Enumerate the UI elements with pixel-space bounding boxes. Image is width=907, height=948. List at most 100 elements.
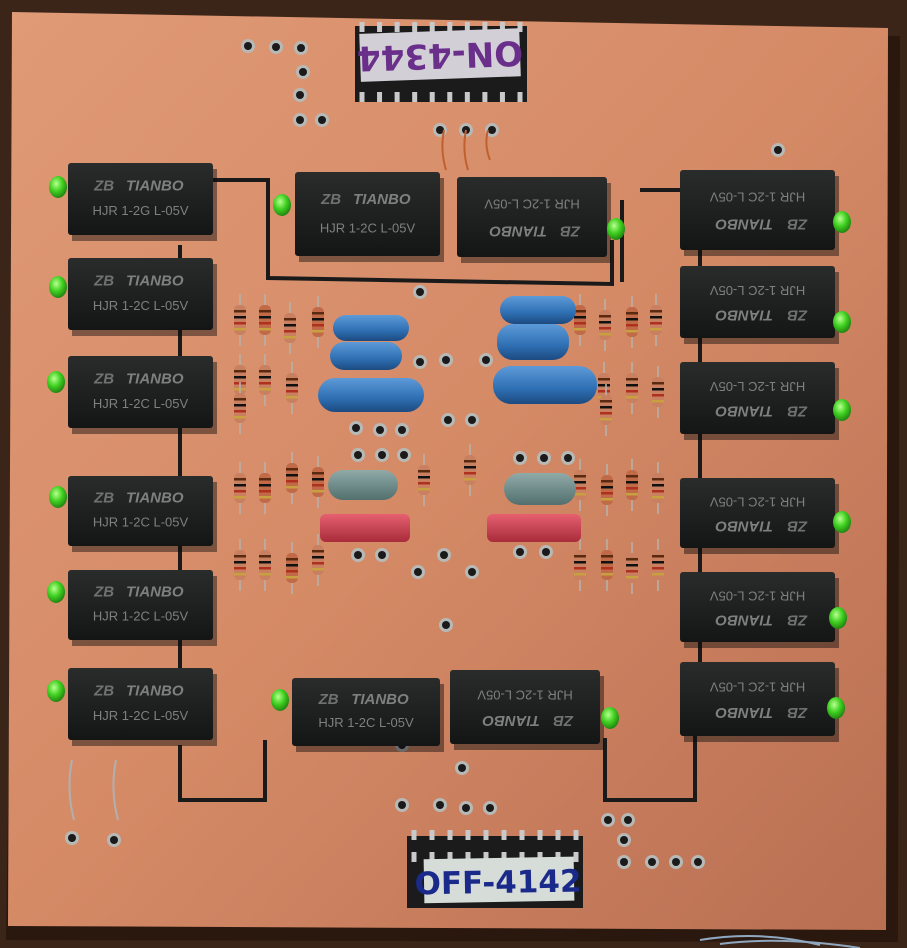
resistor (312, 534, 324, 586)
via-hole (513, 545, 527, 559)
resistor (626, 459, 638, 511)
via-hole (375, 548, 389, 562)
led-lens (273, 194, 291, 216)
resistor (312, 296, 324, 348)
led-lens (607, 218, 625, 240)
via-hole (485, 123, 499, 137)
relay-body (680, 572, 835, 642)
via-hole (296, 65, 310, 79)
via-hole (617, 855, 631, 869)
capacitor-red (320, 514, 410, 542)
via-hole (439, 618, 453, 632)
relay-logo-mark: ZB (320, 191, 341, 208)
ic-pin (517, 22, 523, 32)
led-lens (829, 607, 847, 629)
relay-body (292, 678, 440, 746)
relay-model: HJR 1-2C L-05V (93, 396, 189, 411)
led-green (833, 211, 851, 233)
relay-logo-mark: ZB (93, 370, 114, 387)
via-hole (771, 143, 785, 157)
ic-pin (394, 22, 400, 32)
ic-pin (482, 92, 488, 102)
resistor (599, 299, 611, 351)
via-holes (65, 39, 785, 869)
relay-brand: TIANBO (715, 517, 773, 534)
via-hole (373, 423, 387, 437)
led-green (833, 511, 851, 533)
ic-pin (412, 92, 418, 102)
ic-pin (412, 22, 418, 32)
relay-body (68, 163, 213, 235)
ic-pin (519, 852, 525, 862)
relay-brand: TIANBO (126, 584, 184, 601)
led-green (827, 697, 845, 719)
resistor (626, 542, 638, 594)
relay-brand: TIANBO (715, 704, 773, 721)
resistor (652, 539, 664, 591)
capacitor-red (487, 514, 581, 542)
ic-pin (359, 92, 365, 102)
relay-model: HJR 1-2G L-05V (92, 203, 188, 218)
via-hole (433, 123, 447, 137)
ic-pin (501, 852, 507, 862)
resistor (574, 539, 586, 591)
relay-model: HJR 1-2C L-05V (477, 688, 573, 703)
via-hole (107, 833, 121, 847)
via-hole (411, 565, 425, 579)
relay-brand: TIANBO (126, 490, 184, 507)
via-hole (293, 88, 307, 102)
led-lens (49, 276, 67, 298)
ic-pin (447, 830, 453, 840)
ic-pin (411, 830, 417, 840)
led-green (833, 399, 851, 421)
ic-pin (483, 852, 489, 862)
ic-pin (377, 22, 383, 32)
via-hole (375, 448, 389, 462)
relay-model: HJR 1-2C L-05V (93, 608, 189, 623)
relay-brand: TIANBO (126, 272, 184, 289)
led-green (273, 194, 291, 216)
relay-logo-mark: ZB (787, 307, 808, 324)
cable (699, 935, 861, 948)
ic-top-label-tape (359, 28, 521, 82)
ic-pin (499, 92, 505, 102)
ic-bottom-label-tape (423, 856, 575, 904)
resistor (312, 456, 324, 508)
resistor (259, 354, 271, 406)
resistor (234, 462, 246, 514)
via-hole (645, 855, 659, 869)
pcb-board (8, 12, 888, 930)
resistor (234, 294, 246, 346)
ic-top-label: ON-4344 (356, 32, 523, 78)
relay-brand: TIANBO (715, 307, 773, 324)
resistor (259, 462, 271, 514)
relay-logo-mark: ZB (93, 272, 114, 289)
film-capacitors (318, 296, 597, 542)
via-hole (479, 353, 493, 367)
led-lens (49, 486, 67, 508)
led-green (47, 680, 65, 702)
relay-brand: TIANBO (715, 403, 773, 420)
capacitor-blue (330, 342, 402, 370)
ic-top-pins (359, 22, 523, 102)
via-hole (513, 451, 527, 465)
relay-brand: TIANBO (353, 191, 411, 208)
via-hole (601, 813, 615, 827)
led-lens (47, 680, 65, 702)
ic-pin (517, 92, 523, 102)
led-lens (49, 176, 67, 198)
ic-pin (465, 830, 471, 840)
via-hole (395, 798, 409, 812)
ic-pin (447, 852, 453, 862)
relay-body (68, 258, 213, 330)
relay-body (680, 662, 835, 736)
led-green (833, 311, 851, 333)
relay-logo-mark: ZB (93, 584, 114, 601)
ic-pin (411, 852, 417, 862)
